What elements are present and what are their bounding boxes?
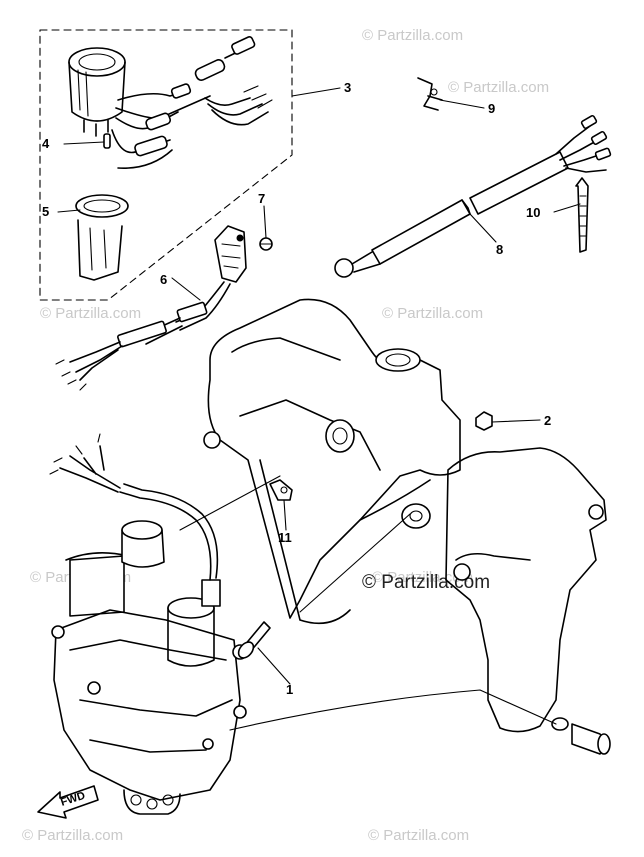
callout-11: 11	[278, 530, 292, 545]
watermark-center: © Partzilla.com	[362, 572, 490, 593]
bolt-part-1	[237, 621, 271, 659]
clamp-bracket-right	[445, 447, 607, 733]
watermarks: © Partzilla.com © Partzilla.com © Partzi…	[22, 27, 549, 844]
callout-4: 4	[42, 136, 50, 151]
clamp-bolt	[551, 717, 611, 755]
watermark-bottom-left: © Partzilla.com	[22, 827, 123, 844]
callout-7: 7	[258, 191, 265, 206]
swivel-bracket	[203, 298, 461, 625]
callout-3: 3	[344, 80, 351, 95]
forward-direction-arrow: FWD	[37, 785, 99, 819]
trim-switch-assembly	[55, 225, 247, 391]
watermark-left-mid: © Partzilla.com	[40, 305, 141, 322]
meter-bracket-part-5	[75, 194, 129, 281]
power-trim-tilt-unit	[51, 520, 248, 815]
clip-part-9	[417, 77, 443, 111]
hydraulic-hose	[119, 491, 212, 581]
callout-5: 5	[42, 204, 49, 219]
watermark-right-mid: © Partzilla.com	[382, 305, 483, 322]
cable-tie-part-10	[575, 177, 589, 253]
callout-2: 2	[544, 413, 551, 428]
watermark-bottom-right: © Partzilla.com	[368, 827, 469, 844]
leader-lines	[57, 87, 581, 731]
pin-part-4	[103, 133, 111, 149]
callout-6: 6	[160, 272, 167, 287]
pump-leads	[59, 445, 121, 493]
screw-part-7	[259, 237, 273, 251]
hose-clamp-part-11	[269, 479, 293, 501]
nut-part-2	[475, 411, 493, 431]
trim-meter-assembly	[68, 36, 273, 169]
callout-8: 8	[496, 242, 503, 257]
callout-10: 10	[526, 205, 540, 220]
kit-boundary-dashed	[39, 29, 293, 301]
wire-harness-part-8	[334, 114, 612, 278]
watermark-top-right: © Partzilla.com	[362, 27, 463, 44]
watermark-right-upper: © Partzilla.com	[448, 79, 549, 96]
callout-1: 1	[286, 682, 293, 697]
callout-9: 9	[488, 101, 495, 116]
callouts: 1 2 3 4 5 6 7 8 9 10 11	[42, 80, 551, 697]
